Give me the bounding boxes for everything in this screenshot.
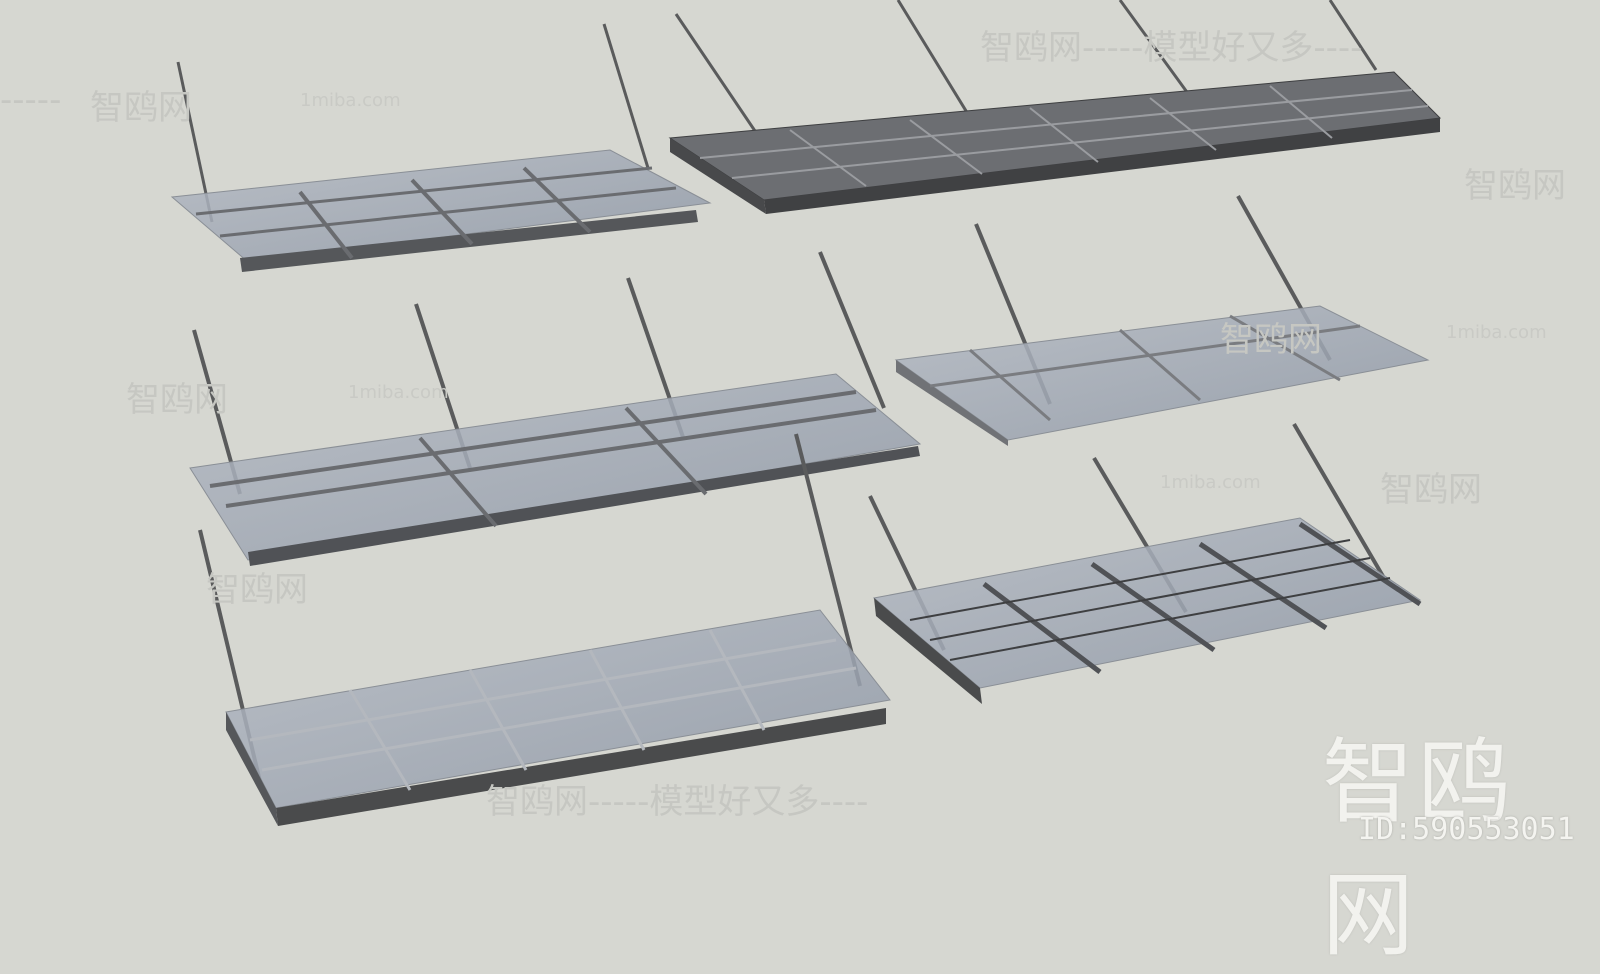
watermark-brand: 智鸥网 bbox=[1380, 470, 1482, 510]
canopy-top-right bbox=[668, 0, 1442, 214]
watermark-site: 1miba.com bbox=[300, 90, 401, 111]
watermark-brand: 智鸥网 bbox=[206, 570, 308, 610]
support-rod bbox=[602, 23, 650, 169]
support-rod bbox=[1328, 0, 1378, 71]
canopy-middle-right bbox=[894, 195, 1430, 446]
canopy-bottom-right bbox=[868, 422, 1422, 704]
watermark-brand: 智鸥网 bbox=[90, 88, 192, 128]
watermark-dash: ----- bbox=[0, 80, 62, 120]
glass-panel bbox=[189, 373, 922, 561]
watermark-site: 1miba.com bbox=[1160, 472, 1261, 493]
canopy-top-left bbox=[170, 23, 712, 272]
support-rod bbox=[818, 251, 886, 409]
watermark-brand: 智鸥网 bbox=[1464, 166, 1566, 206]
glass-panel bbox=[170, 149, 712, 263]
support-rod bbox=[794, 433, 862, 687]
watermark-site: 1miba.com bbox=[1446, 322, 1547, 343]
support-rod bbox=[1292, 422, 1386, 580]
watermark-brand: 智鸥网 bbox=[126, 380, 228, 420]
canopy-middle-left bbox=[189, 251, 922, 566]
canopy-bottom-left bbox=[198, 433, 891, 826]
frame-beam bbox=[764, 118, 1440, 214]
watermark-brand-line: 智鸥网-----模型好又多---- bbox=[486, 782, 869, 822]
watermark-brand: 智鸥网 bbox=[1220, 320, 1322, 360]
canopy-models-scene bbox=[170, 0, 1442, 826]
watermark-brand-line: 智鸥网-----模型好又多---- bbox=[980, 28, 1363, 68]
brand-id-label: ID:590553051 bbox=[1358, 812, 1575, 847]
glass-panel bbox=[894, 305, 1430, 441]
frame-beam bbox=[874, 598, 982, 704]
frame-beam bbox=[248, 446, 920, 566]
frame-beam bbox=[276, 708, 886, 826]
watermark-site: 1miba.com bbox=[348, 382, 449, 403]
